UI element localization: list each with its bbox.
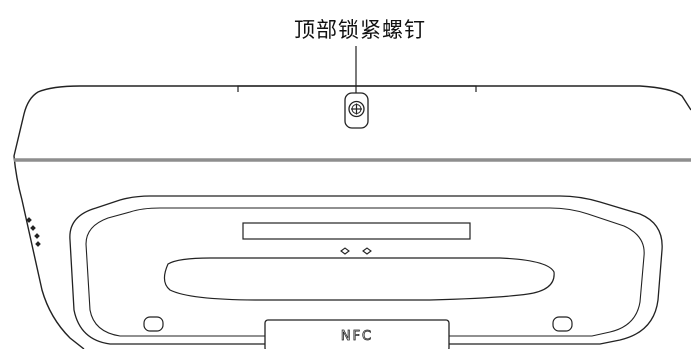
screw-callout-label: 顶部锁紧螺钉 (294, 18, 426, 42)
reader-window (163, 257, 555, 301)
front-panel-outer (69, 195, 663, 345)
device-body-outline (13, 85, 691, 349)
front-panel-inner (85, 207, 645, 337)
nfc-plate (264, 319, 450, 349)
indicator-led-icons (340, 247, 372, 255)
side-vent-dots (26, 217, 41, 247)
locking-screw-icon (344, 92, 369, 129)
right-foot-pad (552, 316, 573, 332)
left-foot-pad (143, 316, 164, 332)
display-window (242, 222, 471, 240)
nfc-label: NFC (341, 329, 373, 344)
top-plate-outline (237, 85, 477, 92)
